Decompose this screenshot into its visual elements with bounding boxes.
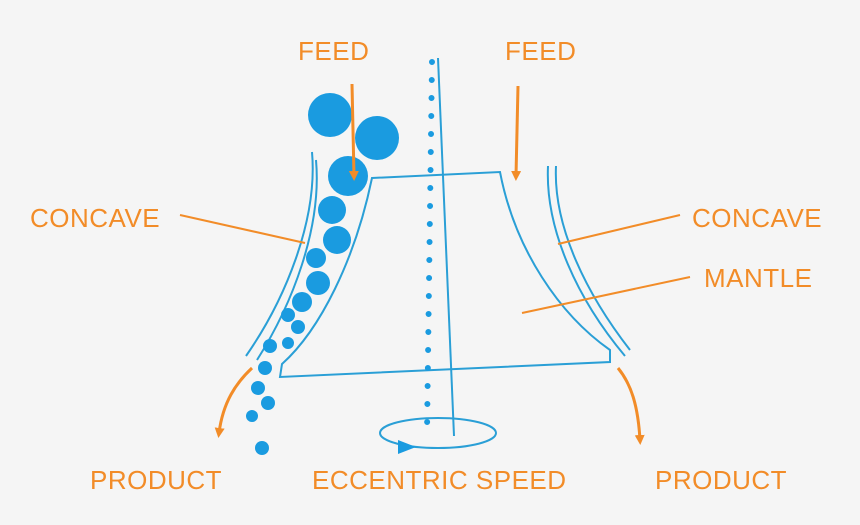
product-right-label: PRODUCT [655,465,788,495]
concave-right-label: CONCAVE [692,203,823,233]
particle [306,248,326,268]
mantle-outline [278,170,611,379]
particle [281,308,295,322]
particle [255,441,269,455]
particle [328,156,368,196]
particle [323,226,351,254]
concave-right-leader [557,214,681,245]
particle [291,320,305,334]
rotation-ellipse [379,417,497,449]
concave-left-leader [179,214,306,244]
mantle-label: MANTLE [704,263,813,293]
eccentric-speed-label: ECCENTRIC SPEED [312,465,567,495]
concave-left-label: CONCAVE [30,203,161,233]
eccentric-axis-dotted [424,59,435,435]
right-concave-inner [554,165,631,351]
left-concave-inner [256,159,318,361]
central-axis-line [437,57,455,437]
right-concave-outer [546,165,626,357]
feed-right-label: FEED [505,36,577,66]
particle [282,337,294,349]
particle [318,196,346,224]
left-concave-outer [245,151,314,357]
feed-left-arrow-icon [348,83,359,181]
particle [306,271,330,295]
product-right-arrow-icon [616,367,645,445]
particle [263,339,277,353]
particle [258,361,272,375]
particle [251,381,265,395]
particle [246,410,258,422]
product-left-arrow-icon [214,366,254,438]
particles [246,93,399,455]
rotation-arrow-icon [398,440,416,454]
feed-right-arrow-icon [511,85,522,181]
mantle-leader [521,276,691,314]
particle [261,396,275,410]
particle [308,93,352,137]
feed-left-label: FEED [298,36,370,66]
particle [292,292,312,312]
particle [355,116,399,160]
product-left-label: PRODUCT [90,465,223,495]
